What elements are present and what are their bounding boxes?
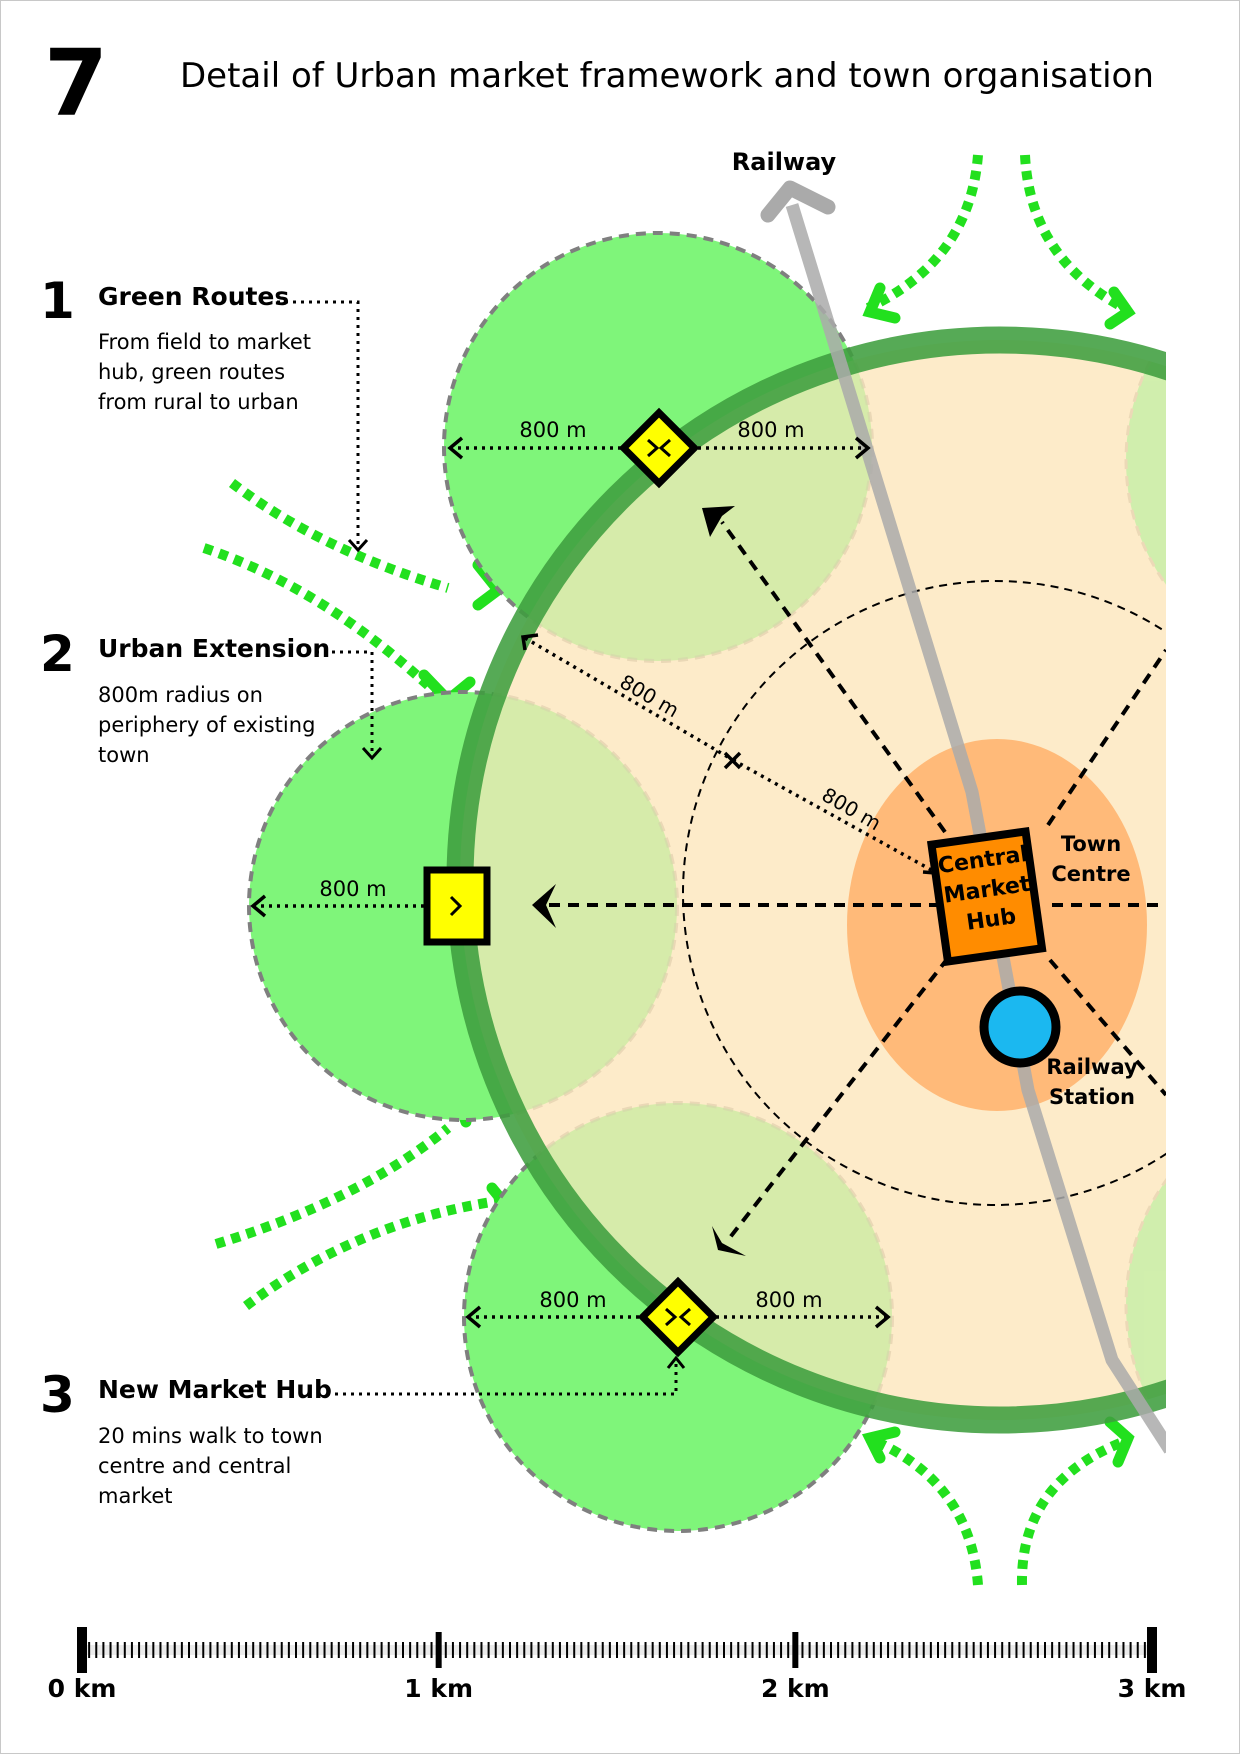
green-routes	[202, 154, 1131, 1586]
new-market-hub-top	[618, 407, 700, 489]
legend-body-new-market-hub: 20 mins walk to town centre and central …	[98, 1424, 323, 1508]
distance-arrowheads	[250, 436, 939, 1329]
existing-town	[460, 340, 1166, 1420]
central-market-hub	[926, 826, 1047, 967]
distance-label: 800 m	[737, 418, 804, 442]
green-route-bottom-left	[866, 1433, 983, 1586]
svg-text:Railway: Railway	[1046, 1055, 1138, 1079]
distance-label: 800 m	[539, 1288, 606, 1312]
legend-heading-urban-extension: Urban Extension	[98, 634, 331, 663]
scale-tick-label: 1 km	[404, 1674, 473, 1703]
legend-number-2: 2	[40, 625, 75, 683]
green-route-left-upper-2	[202, 543, 452, 708]
scale-tick-label: 2 km	[761, 1674, 830, 1703]
arrowhead-top	[702, 506, 735, 537]
railway-station-label: Railway Station	[1046, 1055, 1138, 1109]
scale-major-tick	[1147, 1627, 1157, 1673]
legend-heading-new-market-hub: New Market Hub	[98, 1375, 332, 1404]
scale-major-tick	[435, 1632, 442, 1668]
svg-text:Town: Town	[1061, 832, 1121, 856]
railway-station-marker	[979, 986, 1061, 1068]
scale-major-tick	[792, 1632, 799, 1668]
scale-major-tick	[77, 1627, 87, 1673]
arrowhead-left	[532, 884, 556, 928]
connection-arrowheads	[532, 506, 746, 1256]
arrowhead-bottom	[712, 1226, 746, 1256]
svg-text:Station: Station	[1049, 1085, 1135, 1109]
svg-text:Centre: Centre	[1051, 862, 1130, 886]
figure-title: Detail of Urban market framework and tow…	[180, 56, 1154, 96]
town-centre-label: Town Centre	[1051, 832, 1130, 886]
legend-body-green-routes: From field to market hub, green routes f…	[98, 330, 311, 414]
distance-label: 800 m	[519, 418, 586, 442]
green-route-left-lower	[214, 1124, 452, 1249]
legend-heading-green-routes: Green Routes	[98, 282, 290, 311]
hub-connections	[540, 520, 1166, 1242]
green-route-top-right	[1020, 154, 1131, 315]
scale-bar-major-ticks: 0 km 1 km 2 km 3 km	[48, 1627, 1187, 1703]
distance-label: 800 m	[755, 1288, 822, 1312]
railway-label: Railway	[732, 148, 837, 176]
green-route-left-lower-2	[242, 1195, 506, 1310]
legend-number-3: 3	[40, 1366, 75, 1424]
green-arrowhead	[1104, 286, 1136, 330]
green-route-left-upper	[228, 479, 450, 593]
scale-tick-label: 0 km	[48, 1674, 117, 1703]
legend-number-1: 1	[40, 272, 75, 330]
green-route-bottom-right	[1016, 1435, 1130, 1586]
distance-label: 800 m	[319, 877, 386, 901]
figure-number: 7	[44, 30, 109, 137]
green-arrowhead	[862, 282, 901, 324]
leader-urban-extension	[316, 650, 374, 756]
legend-leaders	[277, 300, 678, 1396]
new-market-hub-left	[423, 866, 491, 946]
new-market-hub-bottom	[637, 1276, 719, 1358]
green-arrowhead	[861, 1426, 901, 1464]
green-arrowhead	[1104, 1416, 1135, 1468]
new-market-hubs	[423, 407, 719, 1358]
scale-bar: 0 km 1 km 2 km 3 km	[48, 1627, 1187, 1703]
green-route-top-left	[865, 154, 983, 313]
railway-line	[760, 180, 1166, 1454]
legend-body-urban-extension: 800m radius on periphery of existing tow…	[98, 683, 316, 767]
scale-tick-label: 3 km	[1118, 1674, 1187, 1703]
leader-green-routes	[277, 300, 360, 548]
